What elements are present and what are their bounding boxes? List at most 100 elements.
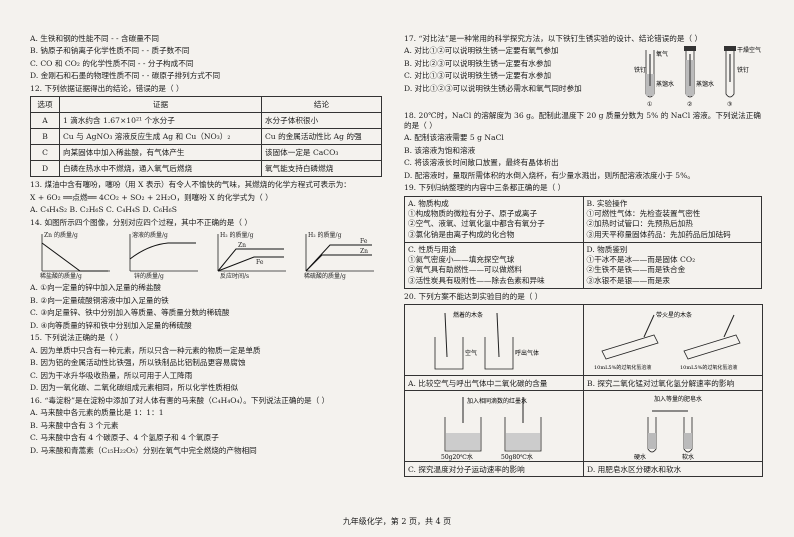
q17-stem: 17. “对比法”是一种常用的科学探究方法，以下铁钉生锈实验的设计、结论错误的是… [404, 34, 703, 43]
q14-graph-4: Fe Zn H₂ 的质量/g 稀硫酸的质量/g [300, 231, 376, 280]
table-cell: 氧气能支持白磷燃烧 [260, 160, 383, 178]
series-label: Fe [360, 238, 368, 245]
table-row: A. 物质构成 ①构成物质的微粒有分子、原子或离子 ②空气、液氧、过氧化氢中都含… [404, 195, 762, 243]
q14-option-b: B. ②向一定量硫酸铜溶液中加入足量的铁 [30, 295, 169, 305]
q17-option-a: A. 对比①②可以说明铁生锈一定要有氧气参加 [404, 46, 559, 56]
cell-item: ①氦气密度小——填充探空气球 [408, 255, 515, 265]
fig-label: 蒸馏水 [696, 80, 714, 88]
fig-label: 50g80℃水 [501, 453, 533, 461]
table-cell: 向某固体中加入稀盐酸，有气体产生 [59, 144, 262, 162]
q13-equation: X + 6O₂ ══点燃══ 4CO₂ + SO₂ + 2H₂O，则噻吩 X 的… [30, 192, 273, 202]
fig-label: 带火星的木条 [656, 311, 692, 319]
cell-item: ③用天平称量固体药品：先加药品后加砝码 [586, 229, 731, 239]
table-cell: 白磷在热水中不燃烧，通入氧气后燃烧 [59, 160, 262, 178]
table-cell: C [30, 144, 60, 162]
q11-option-b: B. 钠原子和钠离子化学性质不同 - - 质子数不同 [30, 46, 190, 56]
fig-label: 50g20℃水 [441, 453, 473, 461]
q15-option-d: D. 因为一氧化碳、二氧化碳组成元素相同，所以化学性质相似 [30, 383, 239, 393]
q14-graph-1: Zn 的质量/g 稀盐酸的质量/g [36, 231, 112, 280]
q11-option-c: C. CO 和 CO₂ 的化学性质不同 - - 分子构成不同 [30, 58, 194, 68]
q11-option-a: A. 生铁和钢的性能不同 - - 含碳量不同 [30, 34, 159, 43]
fig-number: ① [647, 101, 652, 108]
table-header: 证据 [59, 96, 262, 114]
q16-stem: 16. “毒淀粉”是在淀粉中添加了对人体有害的马来酸（C₄H₄O₄）。下列说法正… [30, 395, 330, 405]
table-header: 选项 [30, 96, 60, 114]
cell-title: B. 实验操作 [586, 198, 628, 208]
table-row: B Cu 与 AgNO₃ 溶液反应生成 Ag 和 Cu（NO₃）₂ Cu 的金属… [30, 128, 383, 146]
q17-test-tubes-figure: 氧气 蒸馏水 蒸馏水 干燥空气 铁钉 铁钉 ① ② ③ [634, 46, 761, 108]
table-row: D 白磷在热水中不燃烧，通入氧气后燃烧 氧气能支持白磷燃烧 [30, 160, 383, 178]
cell-item: ②空气、液氧、过氧化氢中都含有氧分子 [408, 219, 545, 229]
q16-option-a: A. 马来酸中各元素的质量比是 1：1：1 [30, 408, 164, 418]
q17-block: A. 对比①②可以说明铁生锈一定要有氧气参加 B. 对比②③可以说明铁生锈一定要… [404, 46, 762, 108]
table-cell: 该固体一定是 CaCO₃ [260, 144, 383, 162]
q17-option-c: C. 对比①③可以说明铁生锈一定要有水参加 [404, 71, 552, 81]
table-row: C. 性质与用途 ①氦气密度小——填充探空气球 ②氧气具有助燃性——可以做燃料 … [404, 241, 762, 289]
q18-stem: 18. 20℃时，NaCl 的溶解度为 36 g。配制此温度下 20 g 质量分… [404, 111, 761, 130]
q16-option-c: C. 马来酸中含有 4 个碳原子、4 个氢原子和 4 个氧原子 [30, 433, 219, 443]
q16-option-d: D. 马来酸和青蒿素（C₁₅H₂₂O₅）分别在氧气中完全燃烧的产物相同 [30, 445, 257, 455]
q15-option-c: C. 因为干冰升华吸收热量，所以可用于人工降雨 [30, 370, 193, 380]
q18-option-d: D. 配溶液时，量取所需体积的水倒入烧杯，有少量水溅出，则所配溶液浓度小于 5%… [404, 170, 695, 180]
q13-options: A. C₄H₄S₂ B. C₂H₆S C. C₄H₄S D. C₆H₆S [30, 205, 177, 215]
fig-label: 加入等量的肥皂水 [654, 395, 702, 403]
q12-table: 选项 证据 结论 A 1 滴水约含 1.67×10²¹ 个水分子 水分子体积很小… [30, 96, 383, 178]
cell-item: ③水银不是银——而是汞 [586, 275, 671, 285]
cell-item: ③活性炭具有吸附性——除去色素和异味 [408, 275, 545, 285]
fig-label: 氧气 [656, 50, 668, 58]
graph-ylabel: H₂ 的质量/g [220, 231, 254, 239]
series-label: Zn [238, 242, 246, 249]
fig-label: 加入相同滴数的红墨水 [467, 397, 527, 405]
graph-xlabel: 稀盐酸的质量/g [40, 272, 82, 280]
table-header-row: 选项 证据 结论 [30, 96, 383, 114]
q20-figure-d: 加入等量的肥皂水 硬水 软水 [583, 390, 763, 463]
table-cell: B. 实验操作 ①可燃性气体：先检查装置气密性 ②加热时试管口：先预热后加热 ③… [582, 195, 762, 243]
cell-item: ①构成物质的微粒有分子、原子或离子 [408, 209, 538, 219]
graph-ylabel: Zn 的质量/g [44, 231, 78, 239]
fig-label: 软水 [682, 453, 694, 461]
q14-graphs: Zn 的质量/g 稀盐酸的质量/g 溶液的质量/g 锌的质量/g Zn Fe H… [36, 231, 382, 280]
q14-option-c: C. ③向足量锌、铁中分别加入等质量、等质量分数的稀硫酸 [30, 308, 230, 318]
cell-item: ②加热时试管口：先预热后加热 [586, 219, 693, 229]
q15-stem: 15. 下列说法正确的是（ ） [30, 333, 123, 343]
cell-title: D. 物质鉴别 [586, 244, 628, 254]
q12-stem: 12. 下列依据证据得出的结论，错误的是（ ） [30, 83, 184, 93]
fig-number: ③ [727, 101, 732, 108]
table-row: 加入相同滴数的红墨水 50g20℃水 50g80℃水 加入等量的肥皂水 硬水 [404, 390, 763, 463]
q20-caption-c: C. 探究温度对分子运动速率的影响 [404, 461, 584, 478]
table-cell: D [30, 160, 60, 178]
fig-label: 铁钉 [634, 66, 646, 74]
left-column: A. 生铁和钢的性能不同 - - 含碳量不同 B. 钠原子和钠离子化学性质不同 … [30, 34, 383, 458]
q17-option-d: D. 对比①②③可以说明铁生锈必需水和氧气同时参加 [404, 83, 582, 93]
q11-option-d: D. 金刚石和石墨的物理性质不同 - - 碳原子排列方式不同 [30, 71, 221, 81]
q18-option-b: B. 该溶液为饱和溶液 [404, 145, 476, 155]
graph-ylabel: H₂ 的质量/g [308, 231, 342, 239]
cell-item: ①可燃性气体：先检查装置气密性 [586, 209, 701, 219]
cell-item: ②生铁不是铁——而是铁合金 [586, 265, 686, 275]
series-label: Zn [360, 248, 368, 255]
cell-item: ①干冰不是冰——而是固体 CO₂ [586, 255, 696, 265]
table-cell: D. 物质鉴别 ①干冰不是冰——而是固体 CO₂ ②生铁不是铁——而是铁合金 ③… [582, 241, 762, 289]
q16-option-b: B. 马来酸中含有 3 个元素 [30, 420, 119, 430]
q14-option-d: D. ④向等质量的锌和铁中分别加入足量的稀硫酸 [30, 320, 192, 330]
fig-label: 铁钉 [737, 66, 749, 74]
q20-figure-a: 燃着的木条 空气 呼出气体 [404, 304, 584, 377]
q15-option-a: A. 因为单质中只含有一种元素，所以只含一种元素的物质一定是单质 [30, 345, 261, 355]
table-cell: 水分子体积很小 [260, 112, 383, 130]
series-label: Fe [256, 259, 264, 266]
fig-label: 蒸馏水 [656, 80, 674, 88]
q20-stem: 20. 下列方案不能达到实验目的的是（ ） [404, 291, 543, 301]
q13-stem: 13. 煤油中含有噻吩，噻吩（用 X 表示）有令人不愉快的气味，其燃烧的化学方程… [30, 180, 351, 190]
fig-label: 干燥空气 [737, 46, 761, 54]
q19-stem: 19. 下列归纳整理的内容中三条都正确的是（ ） [404, 183, 566, 193]
q20-caption-d: D. 用肥皂水区分硬水和软水 [583, 461, 763, 478]
graph-xlabel: 锌的质量/g [134, 272, 164, 280]
fig-label: 硬水 [634, 453, 646, 461]
table-cell: B [30, 128, 60, 146]
table-row: A 1 滴水约含 1.67×10²¹ 个水分子 水分子体积很小 [30, 112, 383, 130]
q20-table: 燃着的木条 空气 呼出气体 带火星的木条 10mL5%的过氧化氢溶液 10mL5… [404, 304, 763, 478]
graph-xlabel: 反应时间/s [220, 272, 249, 280]
table-header: 结论 [260, 96, 383, 114]
table-row: C. 探究温度对分子运动速率的影响 D. 用肥皂水区分硬水和软水 [404, 461, 763, 478]
q14-graph-3: Zn Fe H₂ 的质量/g 反应时间/s [212, 231, 288, 280]
